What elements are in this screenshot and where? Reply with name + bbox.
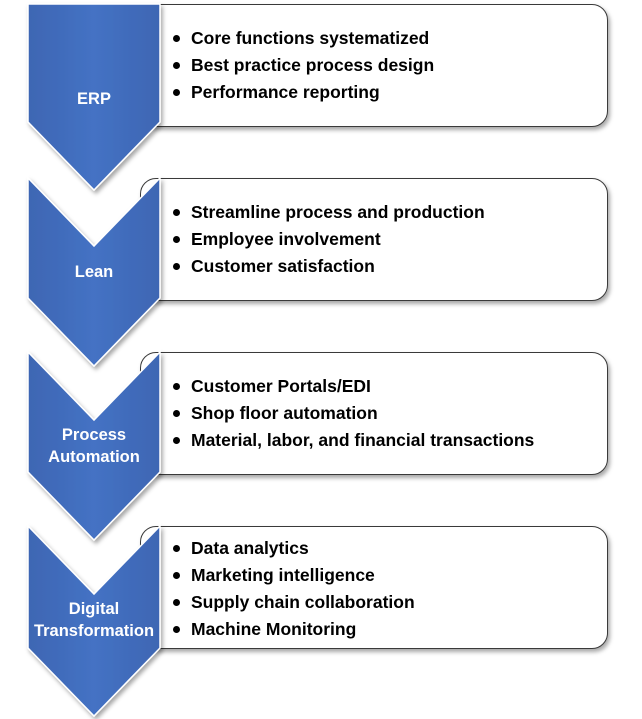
bullet-item: Shop floor automation (173, 400, 534, 427)
bullet-item: Machine Monitoring (173, 616, 415, 643)
stage-erp-label: ERP (77, 90, 111, 108)
bullet-item: Material, labor, and financial transacti… (173, 427, 534, 454)
stage-process-automation-label: Process Automation (48, 426, 140, 466)
stage-process-automation-chevron (27, 350, 161, 542)
bullet-item: Supply chain collaboration (173, 589, 415, 616)
stage-lean-chevron (27, 176, 161, 368)
stage-erp-chevron (27, 3, 161, 192)
stage-lean-label: Lean (74, 263, 114, 281)
stage-lean-box: Streamline process and production Employ… (140, 178, 608, 301)
bullet-item: Performance reporting (173, 79, 434, 106)
stage-digital-transformation-chevron (27, 524, 161, 718)
stage-erp-bullets: Core functions systematized Best practic… (173, 25, 434, 106)
bullet-item: Best practice process design (173, 52, 434, 79)
bullet-item: Employee involvement (173, 226, 485, 253)
bullet-item: Customer Portals/EDI (173, 373, 534, 400)
stage-erp-box: Core functions systematized Best practic… (140, 4, 608, 127)
bullet-item: Core functions systematized (173, 25, 434, 52)
bullet-item: Data analytics (173, 535, 415, 562)
bullet-item: Streamline process and production (173, 199, 485, 226)
stage-digital-transformation-label: Digital Transformation (33, 600, 155, 640)
stage-process-automation-bullets: Customer Portals/EDI Shop floor automati… (173, 373, 534, 454)
stage-digital-transformation-bullets: Data analytics Marketing intelligence Su… (173, 535, 415, 643)
stage-process-automation-box: Customer Portals/EDI Shop floor automati… (140, 352, 608, 475)
bullet-item: Marketing intelligence (173, 562, 415, 589)
stage-lean-bullets: Streamline process and production Employ… (173, 199, 485, 280)
stage-digital-transformation-box: Data analytics Marketing intelligence Su… (140, 526, 608, 649)
bullet-item: Customer satisfaction (173, 253, 485, 280)
